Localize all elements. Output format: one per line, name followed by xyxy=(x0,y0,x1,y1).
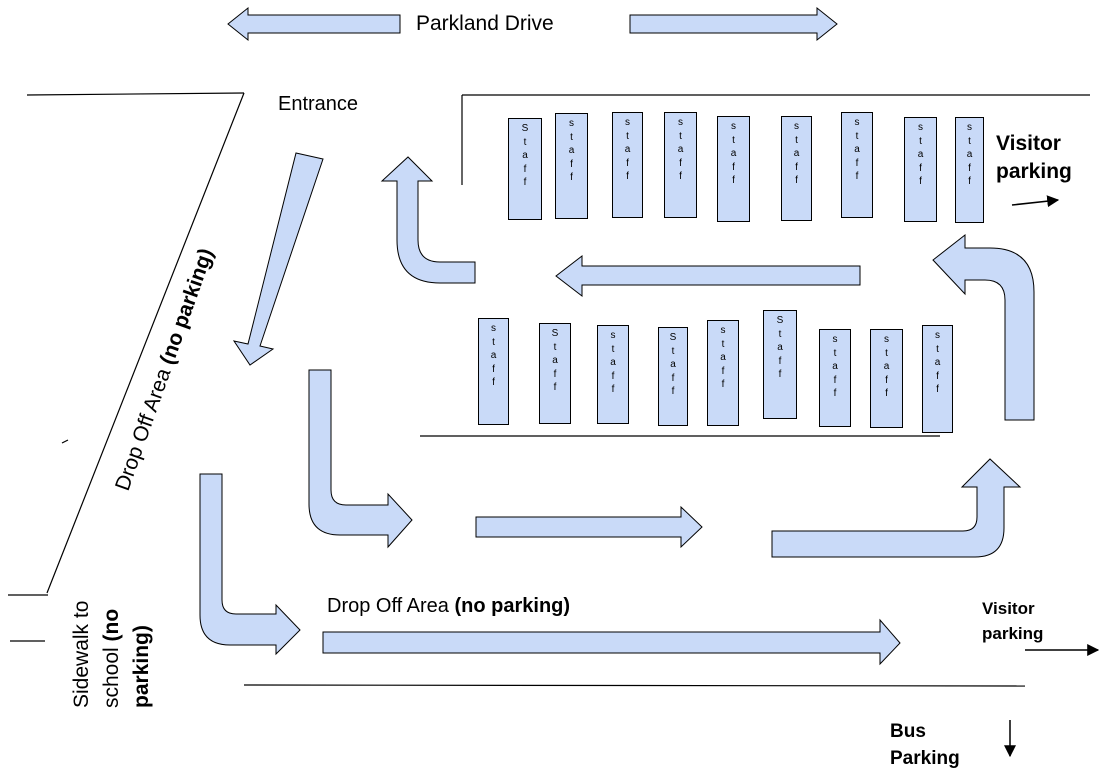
svg-text:Sidewalk to: Sidewalk to xyxy=(70,601,93,708)
center-flow-right-arrow-icon xyxy=(475,505,703,549)
stall-label: s t a f f xyxy=(568,118,575,183)
svg-text:school (no: school (no xyxy=(100,609,123,708)
bottom-curb-line xyxy=(243,684,1026,687)
visitor-parking-bottom-label: Visitor parking xyxy=(982,596,1043,646)
staff-stall: s t a f f xyxy=(904,117,937,222)
staff-stall: s t a f f xyxy=(955,117,984,223)
road-left-arrow-icon xyxy=(227,6,401,42)
drop-off-bottom-label: Drop Off Area (no parking) xyxy=(327,594,570,618)
diagonal-drop-off-text: Drop Off Area xyxy=(111,360,177,494)
staff-stall: s t a f f xyxy=(555,113,588,219)
staff-stall: s t a f f xyxy=(922,325,953,433)
road-name-label: Parkland Drive xyxy=(416,12,554,35)
diagonal-drop-off-label: Drop Off Area (no parking) xyxy=(111,245,218,493)
staff-stall: s t a f f xyxy=(870,329,903,428)
sidewalk-line2-emphasis: (no xyxy=(100,609,123,642)
staff-stall: s t a f f xyxy=(597,325,629,424)
staff-stall: s t a f f xyxy=(707,320,739,426)
entrance-inflow-arrow-icon xyxy=(232,152,324,366)
staff-stall: S t a f f xyxy=(658,327,688,426)
visitor-parking-bottom-line1: Visitor xyxy=(982,599,1035,618)
right-side-up-turn-arrow-icon xyxy=(932,233,1035,421)
visitor-parking-top-label: Visitor parking xyxy=(996,130,1072,186)
bus-parking-line1: Bus xyxy=(890,721,926,742)
stall-label: S t a f f xyxy=(521,123,529,188)
sidewalk-line3: parking) xyxy=(130,625,153,708)
drop-off-bottom-text: Drop Off Area xyxy=(327,595,455,617)
staff-stall: s t a f f xyxy=(717,116,750,222)
center-down-right-arrow-icon xyxy=(308,369,413,549)
staff-stall: s t a f f xyxy=(819,329,851,427)
road-right-arrow-icon xyxy=(629,6,838,42)
staff-stall: s t a f f xyxy=(781,116,812,221)
top-left-curb-line xyxy=(26,92,245,96)
lower-right-up-turn-arrow-icon xyxy=(771,458,1022,558)
drop-off-bottom-emphasis: (no parking) xyxy=(454,595,571,617)
stall-label: s t a f f xyxy=(793,121,800,186)
stall-label: s t a f f xyxy=(720,325,726,390)
staff-stall: s t a f f xyxy=(664,112,697,218)
diagonal-drop-off-emphasis: (no parking) xyxy=(156,245,218,367)
stall-label: s t a f f xyxy=(832,334,838,399)
visitor-parking-top-line2: parking xyxy=(996,160,1072,183)
staff-stall: s t a f f xyxy=(478,318,509,425)
left-lane-down-right-arrow-icon xyxy=(199,473,301,656)
stall-label: s t a f f xyxy=(934,330,941,395)
sidewalk-label: Sidewalk to school (no parking) xyxy=(70,601,153,708)
staff-stall: s t a f f xyxy=(612,112,643,218)
bus-parking-label: Bus Parking xyxy=(890,718,960,772)
bus-parking-line2: Parking xyxy=(890,748,960,769)
stall-label: s t a f f xyxy=(730,121,737,186)
sidewalk-line1: Sidewalk to xyxy=(70,601,93,708)
staff-stall: S t a f f xyxy=(763,310,797,419)
diagonal-sidewalk-line xyxy=(46,92,245,594)
stall-label: s t a f f xyxy=(624,117,631,182)
stall-label: s t a f f xyxy=(883,334,890,399)
stall-label: s t a f f xyxy=(677,117,684,182)
staff-stall: S t a f f xyxy=(508,118,542,220)
visitor-parking-top-line1: Visitor xyxy=(996,132,1061,155)
entrance-label: Entrance xyxy=(278,93,359,115)
visitor-parking-bottom-line2: parking xyxy=(982,624,1044,643)
drop-off-lane-right-arrow-icon xyxy=(322,618,901,666)
stall-label: s t a f f xyxy=(490,323,497,388)
stall-label: s t a f f xyxy=(610,330,616,395)
sidewalk-line2-text: school xyxy=(100,641,123,708)
stall-label: S t a f f xyxy=(669,332,677,397)
stall-label: s t a f f xyxy=(854,117,860,182)
tick-mark xyxy=(61,439,69,444)
center-aisle-left-arrow-icon xyxy=(555,254,861,298)
svg-text:parking): parking) xyxy=(130,625,153,708)
stall-label: S t a f f xyxy=(776,315,784,380)
stall-label: S t a f f xyxy=(551,328,559,393)
visitor-top-direction-arrow xyxy=(1011,195,1060,208)
staff-stall: s t a f f xyxy=(841,112,873,218)
stall-label: s t a f f xyxy=(966,122,973,187)
staff-stall: S t a f f xyxy=(539,323,571,424)
stall-label: s t a f f xyxy=(917,122,924,187)
lot-exit-up-arrow-icon xyxy=(380,156,476,284)
